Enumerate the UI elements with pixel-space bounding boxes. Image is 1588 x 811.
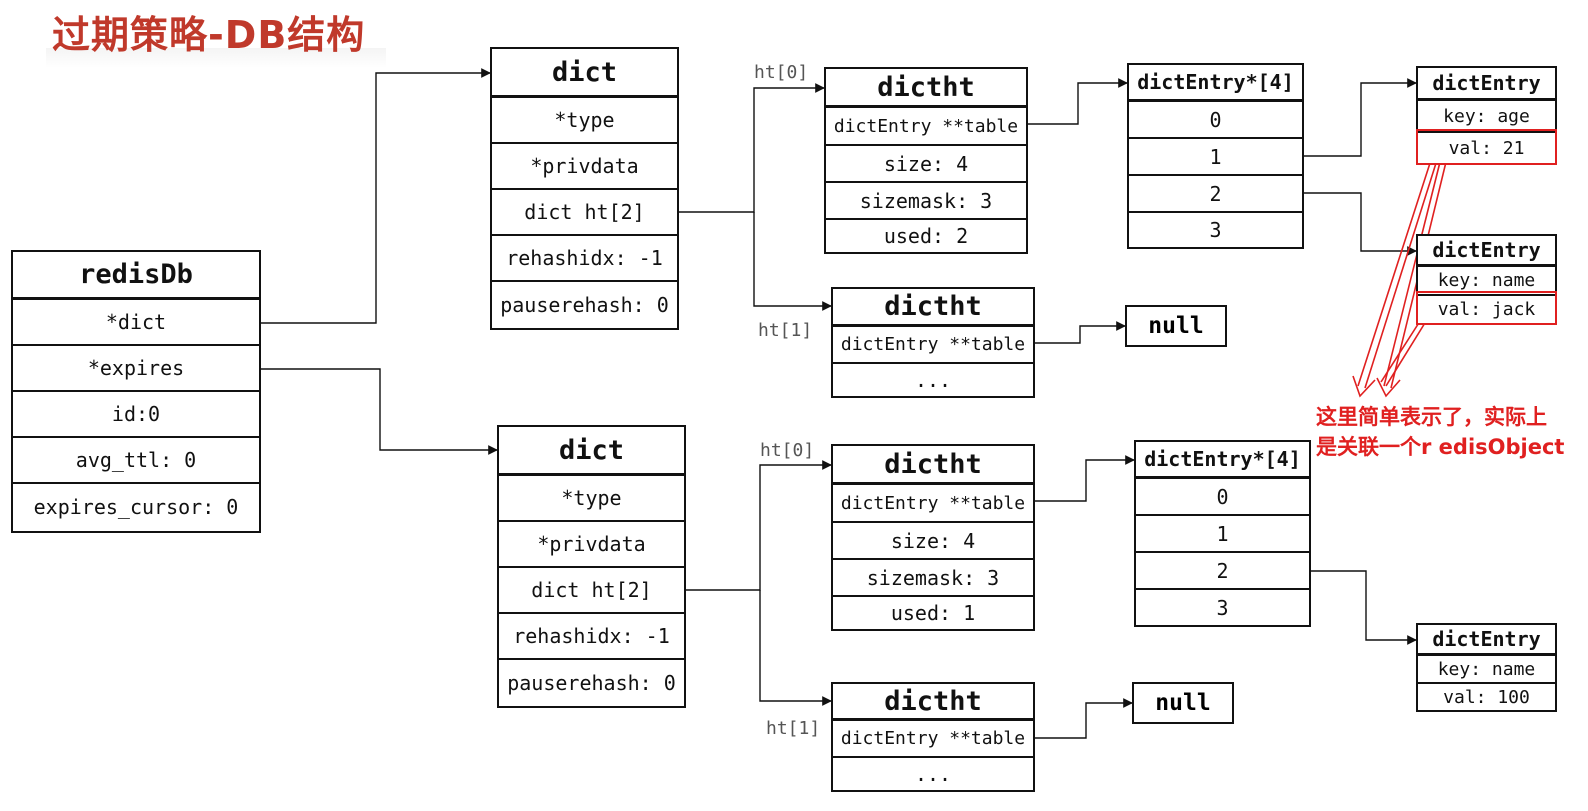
dictht-bot0-used: used: 1 bbox=[890, 601, 976, 625]
dictht-top-1: dictht dictEntry **table ... bbox=[831, 287, 1035, 398]
null-box-top: null bbox=[1125, 305, 1227, 347]
array-bottom-header: dictEntry*[4] bbox=[1136, 442, 1309, 479]
highlight-val-jack bbox=[1416, 291, 1557, 325]
dictht-top1-header: dictht bbox=[833, 289, 1033, 327]
dict-entry-name-expire: dictEntry key: name val: 100 bbox=[1416, 623, 1557, 712]
dictht-bot0-table: dictEntry **table bbox=[833, 485, 1033, 523]
wire-ht-bottom-to-dictht1 bbox=[759, 590, 832, 706]
dictht-top-0: dictht dictEntry **table size: 4 sizemas… bbox=[824, 67, 1028, 254]
annotation-note: 这里简单表示了，实际上 是关联一个r edisObject bbox=[1316, 402, 1564, 462]
dictht-bot1-more: ... bbox=[914, 762, 952, 786]
wire-table-bot0-to-array bbox=[1034, 455, 1135, 502]
dict-struct-bottom: dict *type *privdata dict ht[2] rehashid… bbox=[497, 425, 686, 708]
entry-array-top: dictEntry*[4] 0 1 2 3 bbox=[1127, 63, 1304, 249]
dictht-top1-more: ... bbox=[914, 368, 952, 392]
entry-name-header: dictEntry bbox=[1418, 236, 1555, 267]
null-box-bottom: null bbox=[1132, 682, 1234, 724]
dictht-bottom-1: dictht dictEntry **table ... bbox=[831, 682, 1035, 792]
array-bottom-slot-3: 3 bbox=[1216, 595, 1229, 620]
redisdb-field-avg-ttl: avg_ttl: 0 bbox=[13, 438, 259, 484]
dict-top-field-pauserehash: pauserehash: 0 bbox=[500, 293, 669, 317]
ht1-label-top: ht[1] bbox=[758, 320, 813, 341]
dictht-bot1-table: dictEntry **table bbox=[833, 721, 1033, 758]
red-arrow-left-b bbox=[1357, 159, 1432, 387]
dictht-top0-table: dictEntry **table bbox=[826, 108, 1026, 146]
dictht-bot0-header: dictht bbox=[833, 446, 1033, 485]
dictht-bot0-sizemask: sizemask: 3 bbox=[833, 560, 1033, 597]
dictht-bot1-header: dictht bbox=[833, 684, 1033, 721]
ht0-label-top: ht[0] bbox=[754, 62, 809, 83]
dictht-top0-sizemask: sizemask: 3 bbox=[826, 183, 1026, 220]
highlight-val-21 bbox=[1416, 129, 1557, 165]
redisdb-header: redisDb bbox=[13, 252, 259, 300]
dictht-top0-size: size: 4 bbox=[826, 146, 1026, 183]
entry-age-val: val: 21 bbox=[1448, 137, 1525, 159]
red-arrowhead-left bbox=[1352, 375, 1376, 398]
red-arrow-jack-2 bbox=[1380, 317, 1423, 383]
red-arrow-right-a bbox=[1383, 161, 1441, 387]
wire-slot1-to-entry-age bbox=[1302, 78, 1417, 157]
dictht-bot0-size: size: 4 bbox=[833, 523, 1033, 560]
dictht-bottom-0: dictht dictEntry **table size: 4 sizemas… bbox=[831, 444, 1035, 631]
array-bottom-slot-0: 0 bbox=[1136, 479, 1309, 516]
entry-array-bottom: dictEntry*[4] 0 1 2 3 bbox=[1134, 440, 1311, 627]
dict-top-field-privdata: *privdata bbox=[492, 144, 677, 190]
redisdb-field-dict: *dict bbox=[13, 300, 259, 346]
dict-bottom-field-pauserehash: pauserehash: 0 bbox=[507, 671, 676, 695]
red-arrow-jack bbox=[1385, 317, 1429, 387]
entry-expire-header: dictEntry bbox=[1418, 625, 1555, 656]
dict-bottom-field-ht: dict ht[2] bbox=[499, 568, 684, 614]
title-underlay bbox=[46, 48, 386, 68]
wire-bottom-slot2-to-entry bbox=[1310, 570, 1417, 645]
annotation-line-1: 这里简单表示了，实际上 bbox=[1316, 405, 1547, 429]
wire-ht-bottom-to-dictht0 bbox=[685, 460, 832, 591]
wire-ht-top-to-dictht1 bbox=[753, 212, 832, 311]
array-bottom-slot-1: 1 bbox=[1136, 516, 1309, 553]
entry-expire-key: key: name bbox=[1418, 656, 1555, 684]
dict-bottom-field-privdata: *privdata bbox=[499, 522, 684, 568]
array-top-slot-1: 1 bbox=[1129, 139, 1302, 176]
dict-bottom-field-type: *type bbox=[499, 476, 684, 522]
dict-top-field-ht: dict ht[2] bbox=[492, 190, 677, 236]
entry-name-val: val: jack bbox=[1437, 299, 1536, 320]
wire-ht-top-to-dictht0 bbox=[678, 83, 825, 213]
array-top-header: dictEntry*[4] bbox=[1129, 65, 1302, 102]
wire-expires-to-dict-bottom bbox=[260, 368, 498, 455]
dict-bottom-field-rehashidx: rehashidx: -1 bbox=[499, 614, 684, 660]
dict-top-field-rehashidx: rehashidx: -1 bbox=[492, 236, 677, 282]
array-top-slot-0: 0 bbox=[1129, 102, 1302, 139]
entry-name-key: key: name bbox=[1418, 267, 1555, 296]
dict-top-header: dict bbox=[492, 49, 677, 98]
page-title: 过期策略-DB结构 bbox=[52, 13, 366, 57]
entry-age-header: dictEntry bbox=[1418, 68, 1555, 101]
dict-bottom-header: dict bbox=[499, 427, 684, 476]
wire-table-bot1-to-null bbox=[1034, 698, 1133, 739]
dict-struct-top: dict *type *privdata dict ht[2] rehashid… bbox=[490, 47, 679, 330]
ht1-label-bottom: ht[1] bbox=[766, 718, 821, 739]
dictht-top0-header: dictht bbox=[826, 69, 1026, 108]
wire-table-top1-to-null bbox=[1034, 321, 1126, 344]
wire-table-top0-to-array bbox=[1027, 78, 1128, 125]
redisdb-struct: redisDb *dict *expires id:0 avg_ttl: 0 e… bbox=[11, 250, 261, 533]
array-bottom-slot-2: 2 bbox=[1136, 553, 1309, 590]
ht0-label-bottom: ht[0] bbox=[760, 440, 815, 461]
wire-dict-to-dict-top bbox=[260, 68, 491, 324]
dictht-top0-used: used: 2 bbox=[883, 224, 969, 248]
redisdb-field-expires-cursor: expires_cursor: 0 bbox=[33, 494, 239, 519]
red-arrow-left-a bbox=[1364, 159, 1438, 389]
wire-slot2-to-entry-name bbox=[1302, 192, 1417, 256]
dict-entry-age: dictEntry key: age val: 21 bbox=[1416, 66, 1557, 165]
array-top-slot-3: 3 bbox=[1209, 218, 1222, 242]
dictht-top1-table: dictEntry **table bbox=[833, 327, 1033, 364]
redisdb-field-expires: *expires bbox=[13, 346, 259, 392]
dict-top-field-type: *type bbox=[492, 98, 677, 144]
redisdb-field-id: id:0 bbox=[13, 392, 259, 438]
array-top-slot-2: 2 bbox=[1129, 176, 1302, 213]
entry-age-key: key: age bbox=[1418, 101, 1555, 133]
annotation-line-2: 是关联一个r edisObject bbox=[1316, 435, 1565, 459]
red-arrowhead-right bbox=[1376, 377, 1401, 398]
entry-expire-val: val: 100 bbox=[1443, 686, 1530, 708]
